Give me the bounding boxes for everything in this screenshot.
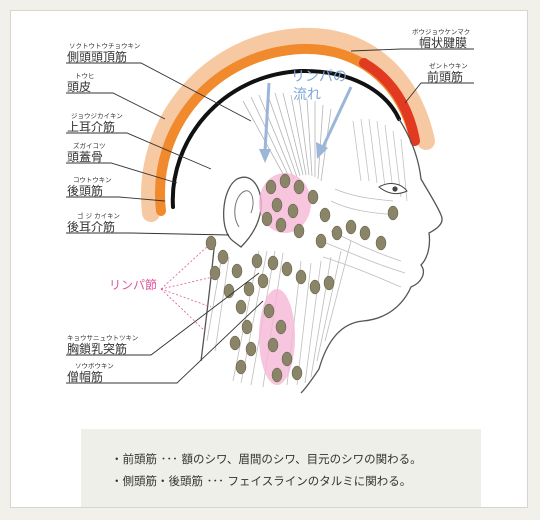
label-ruby-occipitalis: コウトウキン <box>73 176 112 184</box>
ear <box>222 176 262 248</box>
label-ruby-skull: ズガイコツ <box>73 141 106 150</box>
label-ruby-temporoparietalis: ソクトウトウチョウキン <box>69 42 140 50</box>
label-ruby-sternocleidomastoid: キョウサニュウトツキン <box>67 334 138 342</box>
eye-pupil <box>392 186 398 192</box>
label-galea: 帽状腱膜 <box>419 35 467 50</box>
label-sternocleidomastoid: 胸鎖乳突筋 <box>67 341 127 356</box>
label-ruby-galea: ボウジョウケンマク <box>412 28 470 36</box>
label-temporoparietalis: 側頭頭頂筋 <box>67 49 127 64</box>
label-ruby-frontalis: ゼントウキン <box>429 61 468 70</box>
label-ruby-auricularis-superior: ジョウジカイキン <box>71 112 123 120</box>
notes-box: ・前頭筋 ･･･ 額のシワ、眉間のシワ、目元のシワの関わる。 ・側頭筋・後頭筋 … <box>81 429 481 507</box>
label-lymph-nodes: リンパ節 <box>109 277 157 292</box>
head-anatomy-diagram: リンパの 流れ ボウジョウケンマク <box>66 27 474 394</box>
forehead-muscle-hatching <box>352 118 408 202</box>
skull-outline <box>170 68 401 209</box>
scalp-outer-layer <box>141 27 435 222</box>
flow-arrowhead-right <box>316 142 328 159</box>
lymph-label-leaders <box>160 244 214 332</box>
back-neck-outline <box>200 238 216 362</box>
note-temporal-occipital: ・側頭筋・後頭筋 ･･･ フェイスラインのタルミに関わる。 <box>111 474 412 488</box>
head-profile-outline <box>300 118 443 394</box>
lymph-flow-arrows <box>259 82 353 163</box>
temporalis-muscle-hatching <box>242 92 332 184</box>
lymph-nodes <box>205 173 399 383</box>
label-ruby-scalp: トウヒ <box>75 72 95 80</box>
lymph-flow-label-2: 流れ <box>293 87 321 103</box>
label-frontalis: 前頭筋 <box>427 69 463 84</box>
label-trapezius: 僧帽筋 <box>67 369 103 384</box>
lymph-flow-label-1: リンパの <box>291 69 347 85</box>
label-ruby-trapezius: ソウボウキン <box>75 362 114 370</box>
label-auricularis-posterior: 後耳介筋 <box>67 219 115 234</box>
leader-lines <box>66 48 474 384</box>
frontalis-muscle-band <box>359 58 420 146</box>
label-ruby-auricularis-posterior: ゴ ジ カイキン <box>77 211 120 220</box>
flow-arrowhead-left <box>259 149 271 163</box>
label-auricularis-superior: 上耳介筋 <box>67 119 115 134</box>
label-skull: 頭蓋骨 <box>67 150 103 164</box>
note-frontalis: ・前頭筋 ･･･ 額のシワ、眉間のシワ、目元のシワの関わる。 <box>111 452 422 466</box>
illustration-panel: リンパの 流れ ボウジョウケンマク <box>10 10 528 508</box>
ear-inner <box>234 190 254 228</box>
label-occipitalis: 後頭筋 <box>67 183 103 198</box>
label-scalp: 頭皮 <box>67 80 91 94</box>
